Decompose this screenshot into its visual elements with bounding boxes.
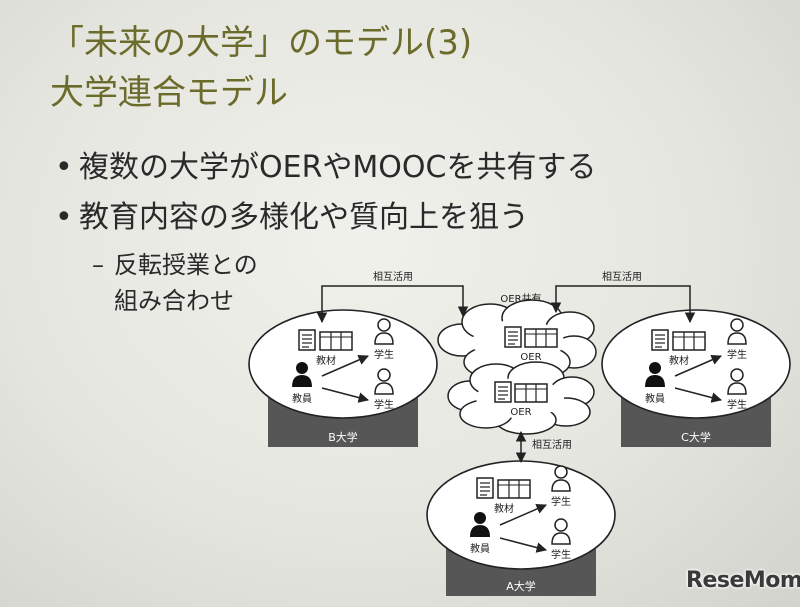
resemom-logo: ReseMom: [686, 568, 800, 593]
arrow-icon: [499, 503, 547, 526]
mutual-use-label: 相互活用: [373, 270, 413, 283]
mutual-use-connector-bottom: 相互活用: [515, 430, 572, 464]
university-c-group: C大学 教材 教員 学生 学生: [601, 309, 791, 447]
slide-subtitle: 大学連合モデル: [50, 73, 288, 113]
materials-label: 教材: [669, 354, 689, 367]
oer-label: OER: [520, 352, 541, 363]
mutual-use-label: 相互活用: [532, 438, 572, 451]
oer-label: OER: [510, 407, 531, 418]
arrow-icon: [550, 285, 696, 324]
book-icon: [672, 331, 706, 351]
document-icon: [298, 329, 316, 351]
arrow-icon: [499, 537, 548, 553]
bullet-text: 教育内容の多様化や質向上を狙う: [79, 200, 529, 235]
university-a-ellipse: [426, 460, 616, 570]
bullet-text: 複数の大学がOERやMOOCを共有する: [79, 150, 597, 185]
arrow-icon: [316, 285, 469, 324]
bullet-dot-icon: •: [55, 150, 73, 185]
book-icon: [319, 331, 353, 351]
university-a-group: A大学 教材 教員 学生 学生: [426, 460, 616, 596]
mutual-use-connector-left: 相互活用: [316, 270, 469, 324]
university-c-label: C大学: [681, 430, 711, 444]
student-label: 学生: [374, 398, 394, 411]
document-icon: [494, 381, 512, 403]
document-icon: [476, 477, 494, 499]
sub-bullet-dash: –: [92, 251, 104, 279]
sub-bullet-line: 反転授業との: [114, 251, 258, 279]
bullet-dot-icon: •: [55, 200, 73, 235]
student-label: 学生: [551, 495, 571, 508]
document-icon: [504, 326, 522, 348]
arrow-icon: [674, 354, 722, 377]
book-icon: [524, 328, 558, 348]
student-label: 学生: [551, 548, 571, 561]
book-icon: [497, 479, 531, 499]
document-icon: [651, 329, 669, 351]
university-b-group: B大学 教材 教員 学生 学生: [248, 309, 438, 447]
arrow-icon: [321, 354, 369, 377]
university-b-ellipse: [248, 309, 438, 419]
slide-title: 「未来の大学」のモデル(3): [50, 23, 473, 63]
bullet-item: •複数の大学がOERやMOOCを共有する: [55, 153, 596, 183]
oer-cloud-group: OER共有 OE: [437, 292, 597, 435]
mutual-use-connector-right: 相互活用: [550, 270, 696, 324]
student-label: 学生: [374, 348, 394, 361]
bullet-item: •教育内容の多様化や質向上を狙う: [55, 203, 529, 233]
teacher-label: 教員: [470, 542, 490, 555]
materials-label: 教材: [494, 502, 514, 515]
arrow-icon: [321, 387, 370, 403]
student-label: 学生: [727, 398, 747, 411]
teacher-label: 教員: [292, 392, 312, 405]
sub-bullet-line: 組み合わせ: [114, 287, 234, 315]
university-b-label: B大学: [328, 430, 358, 444]
student-label: 学生: [727, 348, 747, 361]
teacher-label: 教員: [645, 392, 665, 405]
book-icon: [514, 383, 548, 403]
university-c-ellipse: [601, 309, 791, 419]
arrow-icon: [674, 387, 723, 403]
materials-label: 教材: [316, 354, 336, 367]
mutual-use-label: 相互活用: [602, 270, 642, 283]
university-a-label: A大学: [506, 579, 536, 593]
